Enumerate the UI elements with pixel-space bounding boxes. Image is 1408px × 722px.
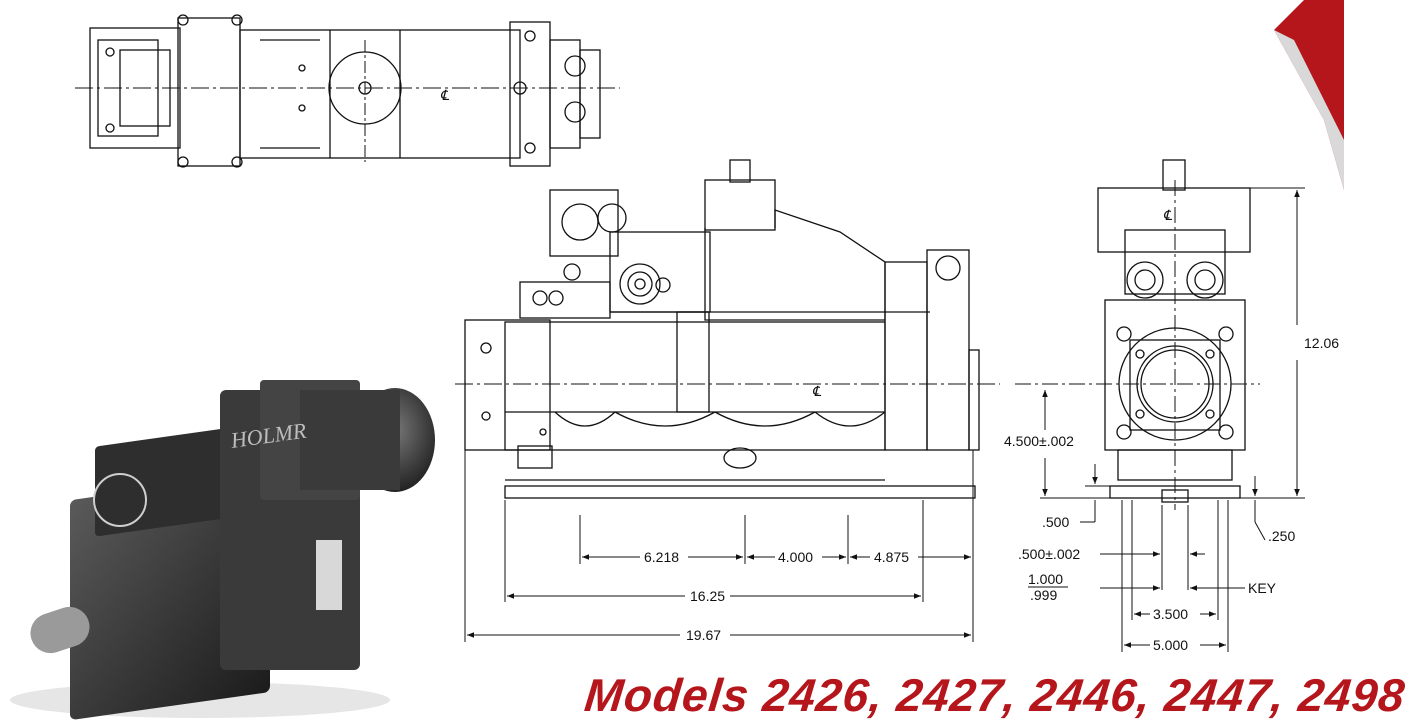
end-view-dimensions <box>1040 187 1305 652</box>
key-label: KEY <box>1248 580 1277 596</box>
models-title: Models 2426, 2427, 2446, 2447, 2498 <box>582 669 1408 721</box>
dim-3500: 3.500 <box>1153 606 1188 622</box>
product-photo: HOLMR <box>10 380 435 720</box>
dim-500: .500 <box>1042 514 1069 530</box>
corner-accent <box>1274 0 1344 190</box>
dim-6218: 6.218 <box>644 549 679 565</box>
dim-5000: 5.000 <box>1153 637 1188 653</box>
dim-250: .250 <box>1268 528 1295 544</box>
dim-shaft-min: .999 <box>1030 587 1057 603</box>
top-view <box>89 14 601 168</box>
side-centerline-symbol: ℄ <box>812 383 822 399</box>
end-view <box>1097 159 1251 503</box>
dim-12-06: 12.06 <box>1304 335 1339 351</box>
dim-4875: 4.875 <box>874 549 909 565</box>
technical-drawing: ℄ ℄ <box>10 14 1339 720</box>
dim-4500: 4.500±.002 <box>1004 433 1074 449</box>
side-view-dimensions <box>464 450 974 642</box>
dim-1625: 16.25 <box>690 588 725 604</box>
dim-shaft-max: 1.000 <box>1028 571 1063 587</box>
end-centerline-symbol: ℄ <box>1163 207 1173 223</box>
dim-4000: 4.000 <box>778 549 813 565</box>
dim-key-width: .500±.002 <box>1018 546 1080 562</box>
side-view <box>464 159 980 499</box>
dim-1967: 19.67 <box>686 627 721 643</box>
top-centerline-symbol: ℄ <box>440 87 450 103</box>
